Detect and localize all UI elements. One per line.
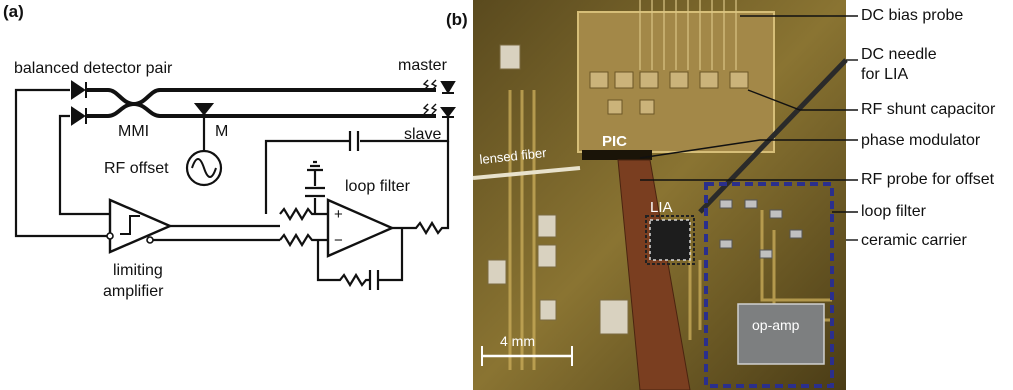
dc-needle [698, 58, 848, 214]
op-amp-chip [737, 303, 825, 365]
loop-filter-box [704, 182, 834, 388]
slave-capacitor [348, 131, 360, 151]
lensed-fiber-label: lensed fiber [479, 145, 548, 167]
limiter-step [120, 215, 140, 235]
resistor-2 [279, 232, 328, 248]
rf-probe-offset-label: RF probe for offset [861, 171, 995, 188]
amplifier-label: amplifier [103, 283, 164, 300]
lia-chip [649, 219, 691, 261]
m-label: M [215, 123, 229, 140]
loop-filter-photo-label: loop filter [861, 203, 926, 220]
rf-offset-label: RF offset [104, 160, 169, 177]
dc-needle-label-2: for LIA [861, 66, 909, 83]
scale-label: 4 mm [500, 333, 535, 349]
opamp-output-wire [392, 141, 450, 236]
detector-top-wire [14, 88, 110, 238]
op-amp-plus: + [334, 206, 343, 223]
loop-filter-label: loop filter [345, 178, 410, 195]
pic-label: PIC [602, 133, 627, 150]
mmi-label: MMI [118, 123, 150, 140]
limiting-label: limiting [113, 262, 163, 279]
photodiode-top [71, 80, 86, 100]
op-amp-triangle [326, 198, 395, 258]
slave-laser [440, 107, 456, 118]
ceramic-carrier-label: ceramic carrier [861, 232, 967, 249]
panel-a-label: (a) [3, 2, 24, 21]
waveguide-bottom [86, 101, 436, 118]
modulator-diode [193, 103, 215, 116]
lia-label: LIA [650, 199, 673, 216]
dc-needle-label-1: DC needle [861, 46, 937, 63]
lensed-fiber [472, 166, 581, 180]
photodiode-bottom [71, 106, 86, 126]
detector-bottom-wire [58, 114, 110, 216]
resistor-1 [279, 206, 328, 222]
slave-label: slave [404, 126, 442, 143]
rf-probe [617, 159, 691, 390]
limiting-amplifier [108, 198, 174, 254]
master-label: master [398, 57, 447, 74]
panel-b-label: (b) [446, 10, 468, 29]
phase-modulator-label: phase modulator [861, 132, 981, 149]
dc-bias-probe-label: DC bias probe [861, 7, 964, 24]
feedback-loop [316, 228, 404, 288]
circuit-schematic: + − [14, 79, 456, 290]
balanced-detector-pair-label: balanced detector pair [14, 60, 173, 77]
op-amp-minus: − [334, 232, 343, 249]
feedback-capacitor [368, 270, 380, 290]
ground-cap-wire [305, 160, 325, 214]
op-amp-label: op-amp [752, 317, 800, 333]
master-laser [440, 81, 456, 94]
rf-shunt-capacitor-label: RF shunt capacitor [861, 101, 996, 118]
